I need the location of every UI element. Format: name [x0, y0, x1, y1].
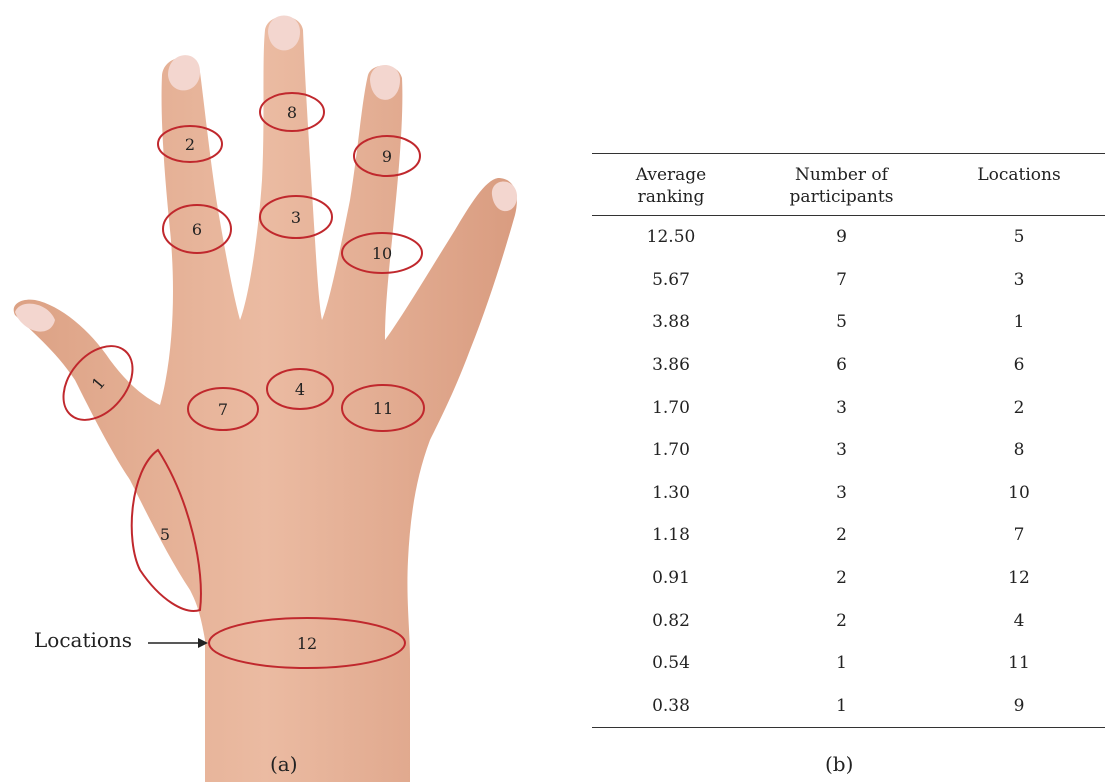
cell-average-ranking: 0.91: [592, 557, 750, 600]
cell-average-ranking: 3.88: [592, 301, 750, 344]
table-row: 3.8851: [592, 301, 1105, 344]
cell-average-ranking: 0.38: [592, 685, 750, 728]
cell-location: 9: [933, 685, 1105, 728]
header-average-ranking: Averageranking: [592, 154, 750, 216]
table-row: 1.7038: [592, 429, 1105, 472]
cell-location: 1: [933, 301, 1105, 344]
table-row: 0.91212: [592, 557, 1105, 600]
cell-average-ranking: 1.18: [592, 514, 750, 557]
cell-number-of-participants: 7: [750, 259, 933, 302]
table-row: 3.8666: [592, 344, 1105, 387]
table-row: 1.1827: [592, 514, 1105, 557]
cell-number-of-participants: 2: [750, 599, 933, 642]
cell-number-of-participants: 6: [750, 344, 933, 387]
cell-number-of-participants: 1: [750, 685, 933, 728]
cell-number-of-participants: 1: [750, 642, 933, 685]
header-number-of-participants: Number ofparticipants: [750, 154, 933, 216]
table-row: 1.7032: [592, 386, 1105, 429]
cell-location: 5: [933, 216, 1105, 259]
location-label-7: 7: [218, 400, 228, 419]
cell-location: 8: [933, 429, 1105, 472]
caption-a: (a): [270, 752, 298, 776]
header-locations: Locations: [933, 154, 1105, 216]
caption-b: (b): [825, 752, 853, 776]
cell-number-of-participants: 2: [750, 557, 933, 600]
pointer-label: Locations: [34, 628, 132, 652]
cell-average-ranking: 5.67: [592, 259, 750, 302]
table-row: 0.54111: [592, 642, 1105, 685]
cell-location: 6: [933, 344, 1105, 387]
cell-average-ranking: 3.86: [592, 344, 750, 387]
cell-location: 2: [933, 386, 1105, 429]
cell-average-ranking: 1.70: [592, 386, 750, 429]
location-label-9: 9: [382, 147, 392, 166]
cell-number-of-participants: 2: [750, 514, 933, 557]
location-label-5: 5: [160, 525, 170, 544]
header-line: Average: [636, 165, 706, 185]
cell-average-ranking: 1.70: [592, 429, 750, 472]
cell-location: 3: [933, 259, 1105, 302]
table-row: 5.6773: [592, 259, 1105, 302]
location-label-10: 10: [372, 244, 392, 263]
cell-location: 7: [933, 514, 1105, 557]
cell-number-of-participants: 3: [750, 472, 933, 515]
cell-location: 4: [933, 599, 1105, 642]
location-label-12: 12: [297, 634, 317, 653]
cell-number-of-participants: 5: [750, 301, 933, 344]
table-row: 0.8224: [592, 599, 1105, 642]
hand-shape: [14, 17, 517, 782]
ranking-table: Averageranking Number ofparticipants Loc…: [592, 153, 1105, 728]
cell-location: 11: [933, 642, 1105, 685]
header-line: Number of: [795, 165, 888, 185]
header-line: ranking: [638, 187, 705, 207]
hand-illustration: 1 2 3 4 5 6 7 8 9 10 11 12: [0, 0, 560, 782]
hand-figure: 1 2 3 4 5 6 7 8 9 10 11 12 Locations (a): [0, 0, 560, 782]
header-line: Locations: [977, 165, 1060, 185]
table-row: 12.5095: [592, 216, 1105, 259]
location-label-2: 2: [185, 135, 195, 154]
cell-location: 12: [933, 557, 1105, 600]
cell-average-ranking: 0.54: [592, 642, 750, 685]
cell-location: 10: [933, 472, 1105, 515]
table-row: 1.30310: [592, 472, 1105, 515]
cell-average-ranking: 0.82: [592, 599, 750, 642]
location-label-6: 6: [192, 220, 202, 239]
location-label-4: 4: [295, 380, 305, 399]
header-line: participants: [790, 187, 894, 207]
cell-average-ranking: 1.30: [592, 472, 750, 515]
cell-number-of-participants: 3: [750, 386, 933, 429]
location-label-11: 11: [373, 399, 393, 418]
cell-number-of-participants: 3: [750, 429, 933, 472]
location-label-8: 8: [287, 103, 297, 122]
table-header-row: Averageranking Number ofparticipants Loc…: [592, 154, 1105, 216]
cell-number-of-participants: 9: [750, 216, 933, 259]
table-body: 12.50955.67733.88513.86661.70321.70381.3…: [592, 216, 1105, 728]
cell-average-ranking: 12.50: [592, 216, 750, 259]
location-label-3: 3: [291, 208, 301, 227]
table-row: 0.3819: [592, 685, 1105, 728]
